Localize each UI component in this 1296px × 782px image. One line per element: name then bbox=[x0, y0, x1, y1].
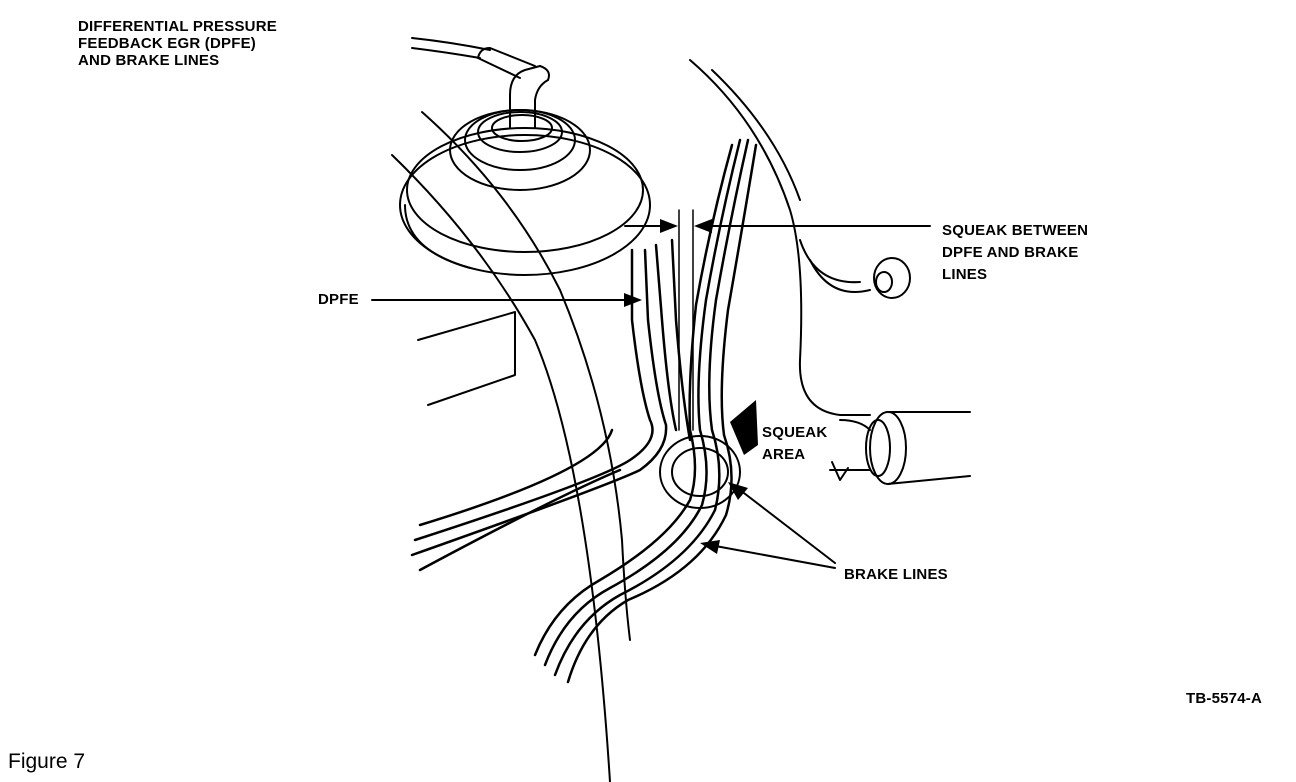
squeak-between-line-1: SQUEAK BETWEEN bbox=[942, 222, 1089, 239]
squeak-between-line-2: DPFE AND BRAKE bbox=[942, 244, 1079, 261]
arrowheads bbox=[624, 219, 748, 554]
brake-fitting bbox=[830, 258, 970, 484]
brake-lines-label: BRAKE LINES bbox=[844, 566, 948, 583]
squeak-between-line-3: LINES bbox=[942, 266, 988, 283]
leader-lines bbox=[372, 226, 930, 568]
brake-lines bbox=[535, 140, 756, 682]
dpfe-tubes bbox=[412, 240, 690, 570]
squeak-area-line-2: AREA bbox=[762, 446, 806, 463]
diagram-title: DIFFERENTIAL PRESSURE FEEDBACK EGR (DPFE… bbox=[78, 18, 277, 69]
squeak-area-label: SQUEAK AREA bbox=[762, 422, 827, 466]
title-line-1: DIFFERENTIAL PRESSURE bbox=[78, 18, 277, 35]
body-panel bbox=[392, 60, 870, 782]
grommet bbox=[660, 436, 740, 508]
squeak-between-label: SQUEAK BETWEEN DPFE AND BRAKE LINES bbox=[942, 220, 1088, 286]
figure-caption: Figure 7 bbox=[8, 750, 86, 773]
figure-id: TB-5574-A bbox=[1186, 690, 1262, 707]
squeak-area-marker bbox=[730, 400, 758, 455]
title-line-2: FEEDBACK EGR (DPFE) bbox=[78, 35, 256, 52]
dpfe-label: DPFE bbox=[318, 291, 359, 308]
gap-indicator bbox=[679, 210, 693, 430]
title-line-3: AND BRAKE LINES bbox=[78, 52, 220, 69]
squeak-area-line-1: SQUEAK bbox=[762, 424, 828, 441]
dpfe-sensor bbox=[400, 38, 650, 405]
